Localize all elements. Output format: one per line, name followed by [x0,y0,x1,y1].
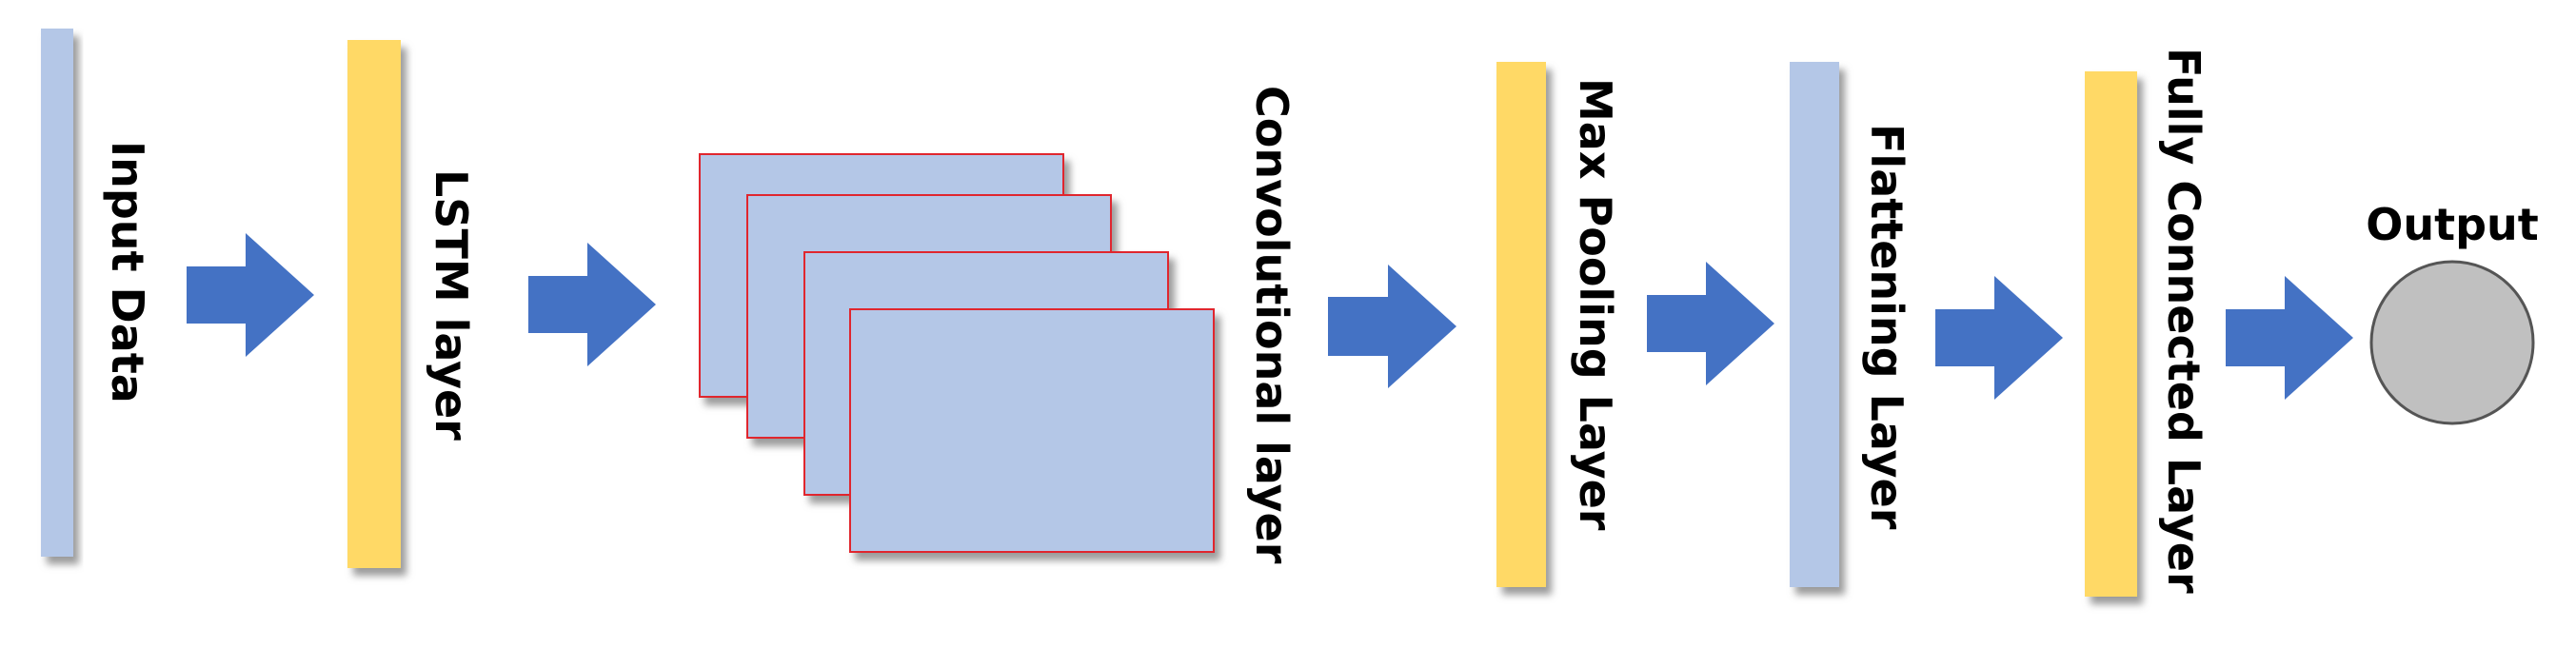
arrow-conv-to-maxpool [1328,265,1456,388]
max-pooling-layer-bar [1496,62,1546,587]
input-data-bar [41,29,73,557]
arrow-fc-to-output [2226,276,2353,400]
conv-feature-map-4 [849,308,1215,553]
fully-connected-layer-bar [2085,71,2137,597]
arrow-lstm-to-conv [528,243,656,366]
max-pooling-layer-label: Max Pooling Layer [1570,78,1621,531]
output-node [2369,260,2535,425]
lstm-layer-bar [347,40,401,568]
convolutional-feature-maps [699,153,1215,553]
fully-connected-layer-label: Fully Connected Layer [2158,48,2209,594]
convolutional-layer-label: Convolutional layer [1246,86,1298,564]
arrow-maxpool-to-flatten [1647,262,1774,385]
flattening-layer-bar [1790,62,1839,587]
input-data-label: Input Data [102,141,153,403]
flattening-layer-label: Flattening Layer [1861,124,1912,530]
arrow-input-to-lstm [187,233,314,357]
arrow-flatten-to-fc [1935,276,2063,400]
output-label: Output [2366,199,2539,250]
lstm-layer-label: LSTM layer [426,169,477,441]
